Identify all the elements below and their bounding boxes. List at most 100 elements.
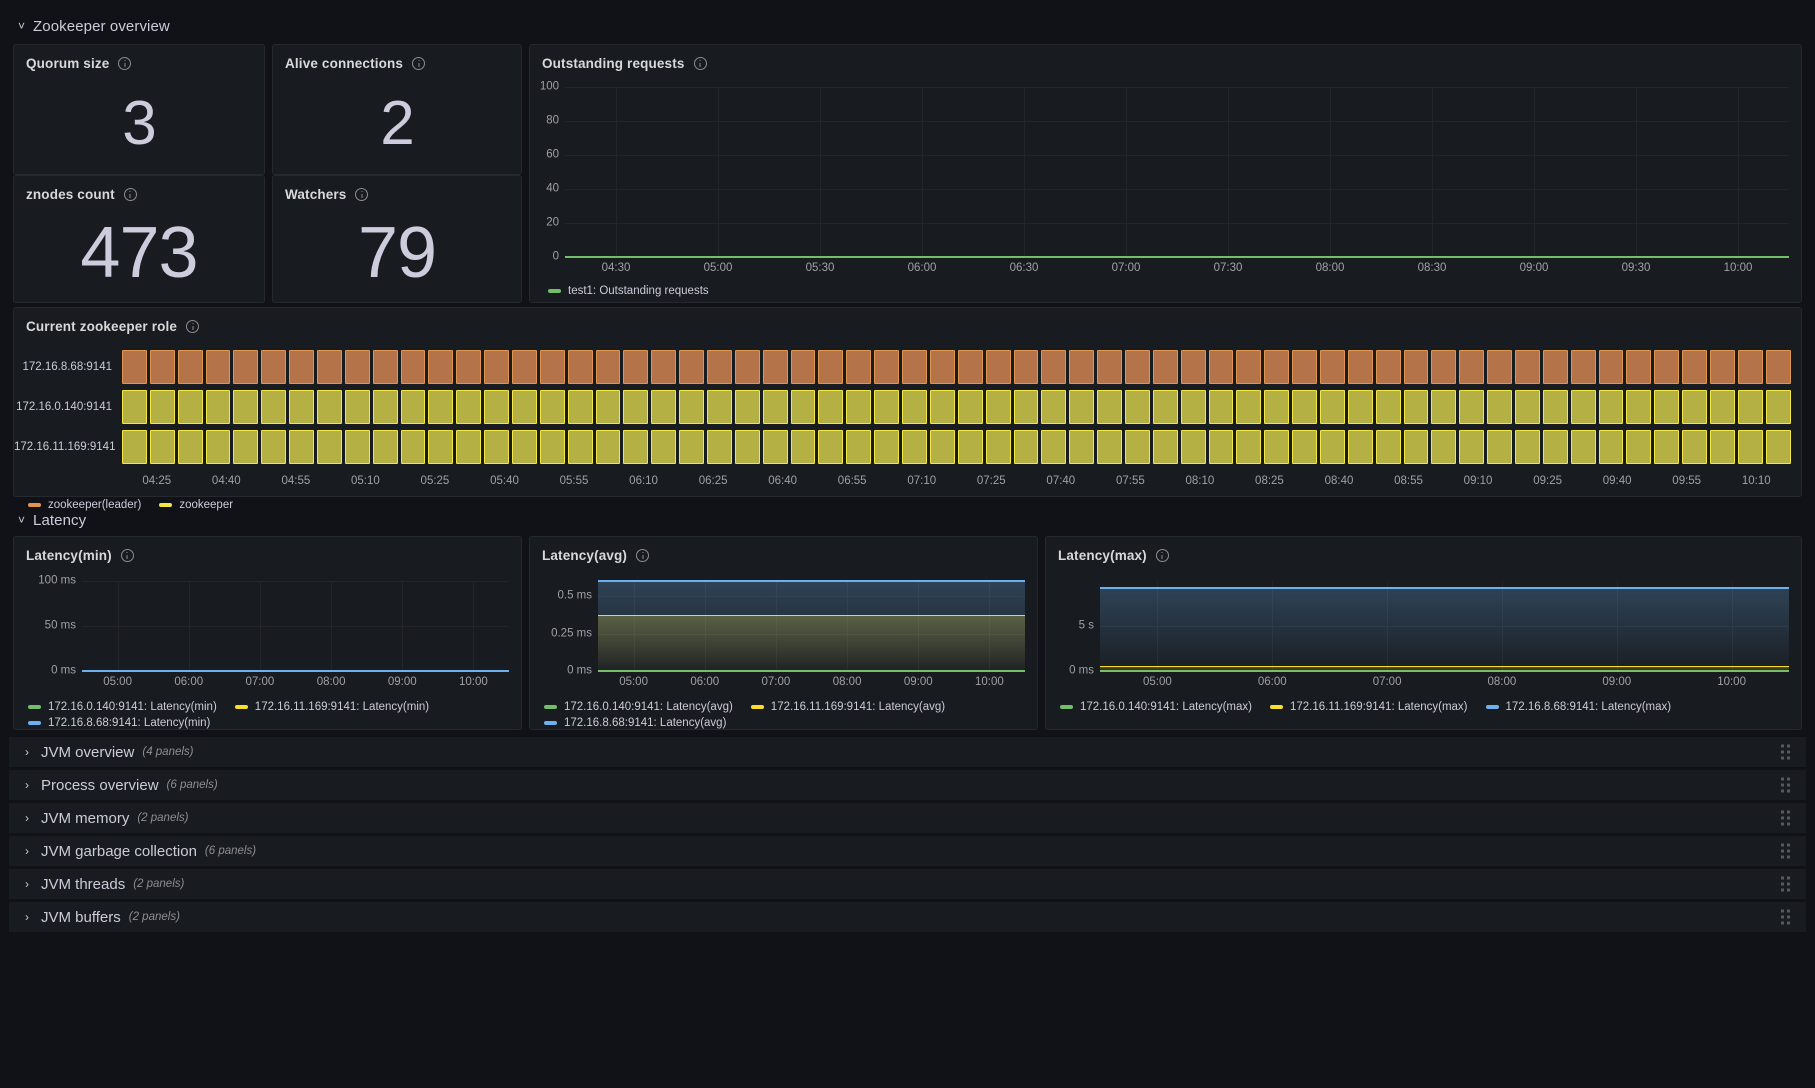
- info-icon[interactable]: [412, 57, 426, 70]
- timeline-segment[interactable]: [567, 390, 593, 424]
- timeline-segment[interactable]: [428, 390, 454, 424]
- timeline-segment[interactable]: [456, 430, 482, 464]
- drag-handle-icon[interactable]: [1781, 876, 1790, 892]
- info-icon[interactable]: [355, 188, 369, 201]
- legend-item[interactable]: 172.16.11.169:9141: Latency(max): [1269, 701, 1468, 713]
- timeline-segment[interactable]: [902, 350, 927, 384]
- timeline-segment[interactable]: [289, 430, 315, 464]
- timeline-segment[interactable]: [1124, 350, 1150, 384]
- timeline-segment[interactable]: [1459, 390, 1485, 424]
- timeline-segment[interactable]: [679, 350, 705, 384]
- row-header-latency[interactable]: ˅ Latency: [9, 504, 86, 536]
- timeline-segment[interactable]: [1598, 350, 1624, 384]
- collapsed-row-jvm-overview[interactable]: ›JVM overview(4 panels): [9, 737, 1806, 767]
- timeline-segment[interactable]: [929, 350, 955, 384]
- collapsed-row-jvm-buffers[interactable]: ›JVM buffers(2 panels): [9, 902, 1806, 932]
- timeline-segment[interactable]: [1765, 390, 1791, 424]
- timeline-segment[interactable]: [1570, 430, 1596, 464]
- timeline-segment[interactable]: [1403, 350, 1429, 384]
- timeline-segment[interactable]: [1682, 390, 1707, 424]
- timeline-segment[interactable]: [595, 390, 621, 424]
- timeline-segment[interactable]: [1013, 390, 1039, 424]
- timeline-segment[interactable]: [177, 390, 203, 424]
- timeline-segment[interactable]: [344, 390, 370, 424]
- timeline-segment[interactable]: [623, 430, 649, 464]
- legend-item[interactable]: 172.16.8.68:9141: Latency(avg): [544, 717, 726, 729]
- timeline-segment[interactable]: [233, 430, 259, 464]
- timeline-segment[interactable]: [929, 430, 955, 464]
- collapsed-row-jvm-garbage-collection[interactable]: ›JVM garbage collection(6 panels): [9, 836, 1806, 866]
- timeline-segment[interactable]: [261, 430, 287, 464]
- collapsed-row-jvm-threads[interactable]: ›JVM threads(2 panels): [9, 869, 1806, 899]
- timeline-segment[interactable]: [1264, 390, 1290, 424]
- timeline-segment[interactable]: [1542, 390, 1568, 424]
- timeline-segment[interactable]: [1737, 390, 1763, 424]
- timeline-segment[interactable]: [428, 350, 454, 384]
- timeline-segment[interactable]: [205, 350, 231, 384]
- timeline-segment[interactable]: [1375, 390, 1401, 424]
- legend-item[interactable]: 172.16.11.169:9141: Latency(avg): [750, 701, 945, 713]
- timeline-segment[interactable]: [1013, 430, 1039, 464]
- drag-handle-icon[interactable]: [1781, 777, 1790, 793]
- timeline-segment[interactable]: [428, 430, 454, 464]
- timeline-segment[interactable]: [818, 430, 844, 464]
- drag-handle-icon[interactable]: [1781, 909, 1790, 925]
- timeline-segment[interactable]: [1682, 350, 1707, 384]
- timeline-segment[interactable]: [1542, 430, 1568, 464]
- timeline-segment[interactable]: [400, 430, 426, 464]
- timeline-segment[interactable]: [1180, 390, 1206, 424]
- timeline-segment[interactable]: [1180, 430, 1206, 464]
- timeline-segment[interactable]: [372, 390, 398, 424]
- timeline-segment[interactable]: [1347, 390, 1373, 424]
- drag-handle-icon[interactable]: [1781, 843, 1790, 859]
- legend-item[interactable]: 172.16.0.140:9141: Latency(max): [1060, 701, 1252, 713]
- timeline-segment[interactable]: [233, 390, 259, 424]
- timeline-segment[interactable]: [762, 430, 788, 464]
- timeline-segment[interactable]: [1347, 350, 1373, 384]
- timeline-segment[interactable]: [567, 350, 593, 384]
- timeline-segment[interactable]: [818, 350, 844, 384]
- timeline-segment[interactable]: [289, 350, 315, 384]
- timeline-segment[interactable]: [1069, 350, 1095, 384]
- timeline-segment[interactable]: [1487, 390, 1512, 424]
- timeline-segment[interactable]: [790, 350, 816, 384]
- timeline-segment[interactable]: [957, 430, 983, 464]
- timeline-segment[interactable]: [1124, 430, 1150, 464]
- timeline-segment[interactable]: [762, 350, 788, 384]
- timeline-segment[interactable]: [734, 390, 760, 424]
- timeline-segment[interactable]: [1654, 430, 1680, 464]
- timeline-segment[interactable]: [790, 430, 816, 464]
- timeline-segment[interactable]: [1765, 350, 1791, 384]
- timeline-segment[interactable]: [902, 430, 927, 464]
- timeline-segment[interactable]: [484, 430, 510, 464]
- timeline-segment[interactable]: [595, 350, 621, 384]
- timeline-segment[interactable]: [177, 350, 203, 384]
- timeline-segment[interactable]: [205, 430, 231, 464]
- timeline-segment[interactable]: [1514, 350, 1540, 384]
- timeline-segment[interactable]: [1097, 350, 1122, 384]
- timeline-segment[interactable]: [317, 430, 342, 464]
- timeline-segment[interactable]: [1069, 430, 1095, 464]
- timeline-segment[interactable]: [1626, 350, 1652, 384]
- timeline-segment[interactable]: [1626, 390, 1652, 424]
- timeline-segment[interactable]: [1709, 430, 1735, 464]
- timeline-segment[interactable]: [1236, 390, 1262, 424]
- timeline-segment[interactable]: [539, 350, 565, 384]
- timeline-segment[interactable]: [651, 350, 677, 384]
- timeline-segment[interactable]: [1152, 350, 1178, 384]
- timeline-segment[interactable]: [1264, 350, 1290, 384]
- timeline-segment[interactable]: [1041, 350, 1067, 384]
- timeline-segment[interactable]: [1514, 390, 1540, 424]
- timeline-segment[interactable]: [122, 350, 147, 384]
- panel-watchers[interactable]: Watchers 79: [272, 175, 522, 303]
- timeline-segment[interactable]: [1431, 430, 1457, 464]
- timeline-segment[interactable]: [1347, 430, 1373, 464]
